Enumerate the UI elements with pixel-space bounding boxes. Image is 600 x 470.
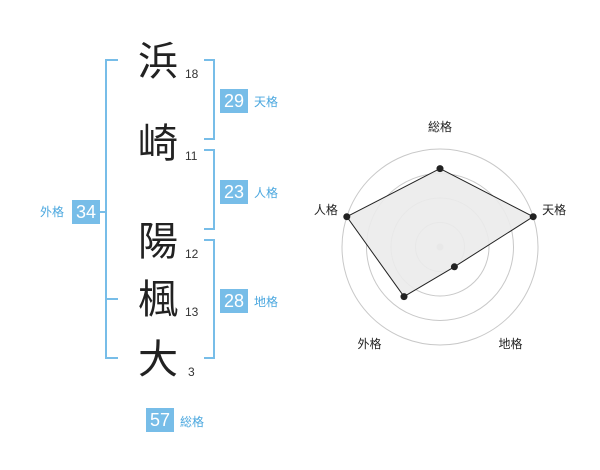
tenkaku-bracket [204,59,215,140]
name-char-3: 陽 [138,219,178,265]
gaikaku-value: 34 [72,200,100,224]
radar-point-5 [343,213,351,221]
radar-axis-label-5: 人格 [314,202,338,217]
radar-series-area [346,168,535,298]
name-char-1: 浜 [138,39,178,85]
stroke-count-3: 12 [185,247,199,261]
soukaku-value: 57 [146,408,174,432]
stroke-count-2: 11 [185,149,198,163]
stroke-count-1: 18 [185,67,199,81]
gaikaku-bracket [105,59,118,359]
stroke-count-4: 13 [185,305,199,319]
tenkaku-label: 天格 [254,95,279,109]
radar-point-1 [436,165,444,173]
name-char-4: 楓 [138,277,178,323]
radar-grid-ring-4 [341,148,539,346]
stroke-count-5: 3 [188,365,195,379]
jinkaku-label: 人格 [254,186,279,200]
tenkaku-value: 29 [220,89,248,113]
jinkaku-bracket [204,149,215,230]
name-char-5: 大 [138,337,178,383]
soukaku-label: 総格 [180,415,205,429]
radar-point-3 [450,263,458,271]
radar-axis-label-1: 総格 [428,119,452,134]
radar-point-2 [529,213,537,221]
chikaku-label: 地格 [254,295,279,309]
radar-axis-label-3: 地格 [498,336,522,351]
chikaku-value: 28 [220,289,248,313]
jinkaku-value: 23 [220,180,248,204]
radar-axis-label-2: 天格 [542,202,566,217]
chikaku-bracket [204,239,215,359]
gaikaku-label: 外格 [40,205,65,219]
radar-point-4 [400,293,408,301]
name-char-2: 崎 [138,121,178,167]
radar-axis-label-4: 外格 [357,336,381,351]
